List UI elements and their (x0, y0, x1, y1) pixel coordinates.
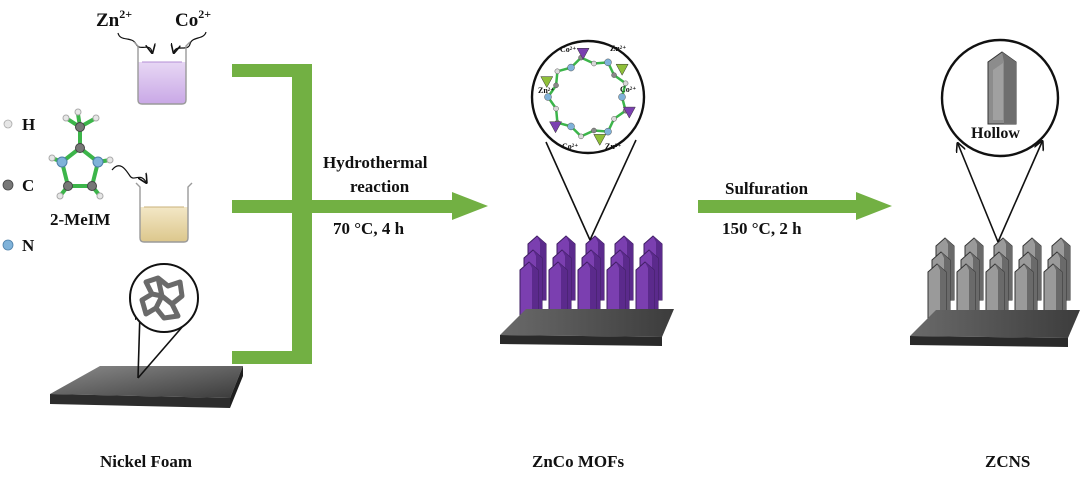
ligand-label: 2-MeIM (50, 210, 110, 229)
product-zoom-circle: Hollow (940, 38, 1060, 158)
mof-zoom-line-left (545, 141, 591, 241)
foam-structure-icon (139, 275, 185, 321)
step1-title-line2: reaction (350, 177, 410, 196)
merge-connector (232, 64, 488, 364)
foam-zoom-circle (129, 263, 199, 333)
caption-zinc-mofs: ZnCo MOFs (532, 452, 624, 471)
zoom-label-zn-bottom: Zn²⁺ (605, 142, 621, 151)
mof-framework-ring-icon (540, 48, 636, 146)
zn-ion-label: Zn2+ (96, 7, 132, 31)
product-plate (910, 310, 1080, 347)
mof-zoom-line-right (589, 139, 637, 241)
zoom-label-co-top: Co²⁺ (560, 45, 576, 54)
mof-plate (500, 309, 674, 346)
beaker-ligand (135, 182, 193, 243)
h-atom-icon (3, 119, 13, 129)
step2-condition: 150 °C, 2 h (722, 219, 802, 238)
product-zoom-line-right (997, 142, 1042, 243)
step2-title: Sulfuration (725, 179, 809, 198)
co-ion-label: Co2+ (175, 7, 211, 31)
beaker-metal-salts (133, 41, 191, 105)
zoom-label-co-bottom: Co²⁺ (562, 142, 578, 151)
arrow-sulfuration (698, 192, 892, 220)
nickel-foam-substrate (50, 366, 243, 408)
legend-h: H (22, 115, 35, 134)
ligand-pour-arrow (111, 165, 146, 182)
legend-c: C (22, 176, 34, 195)
step1-condition: 70 °C, 4 h (333, 219, 405, 238)
caption-nickel-foam: Nickel Foam (100, 452, 192, 471)
product-array (927, 237, 1071, 335)
step1-title-line1: Hydrothermal (323, 153, 428, 172)
zoom-label-co-right: Co²⁺ (620, 85, 636, 94)
atom-legend: H C N (2, 115, 35, 255)
c-atom-icon (2, 179, 14, 191)
n-atom-icon (2, 239, 14, 251)
hollow-prism-icon (987, 51, 1017, 125)
zoom-label-zn-top: Zn²⁺ (610, 44, 626, 53)
co-pour-arrow (174, 31, 207, 52)
mof-zoom-circle: Co²⁺ Zn²⁺ Zn²⁺ Co²⁺ Co²⁺ Zn²⁺ (530, 39, 646, 155)
zoom-label-zn-left: Zn²⁺ (538, 86, 554, 95)
caption-product: ZCNS (985, 452, 1030, 471)
hollow-label: Hollow (971, 125, 1020, 142)
molecule-atoms (48, 108, 114, 200)
product-zoom-line-left (958, 144, 999, 243)
legend-n: N (22, 236, 35, 255)
